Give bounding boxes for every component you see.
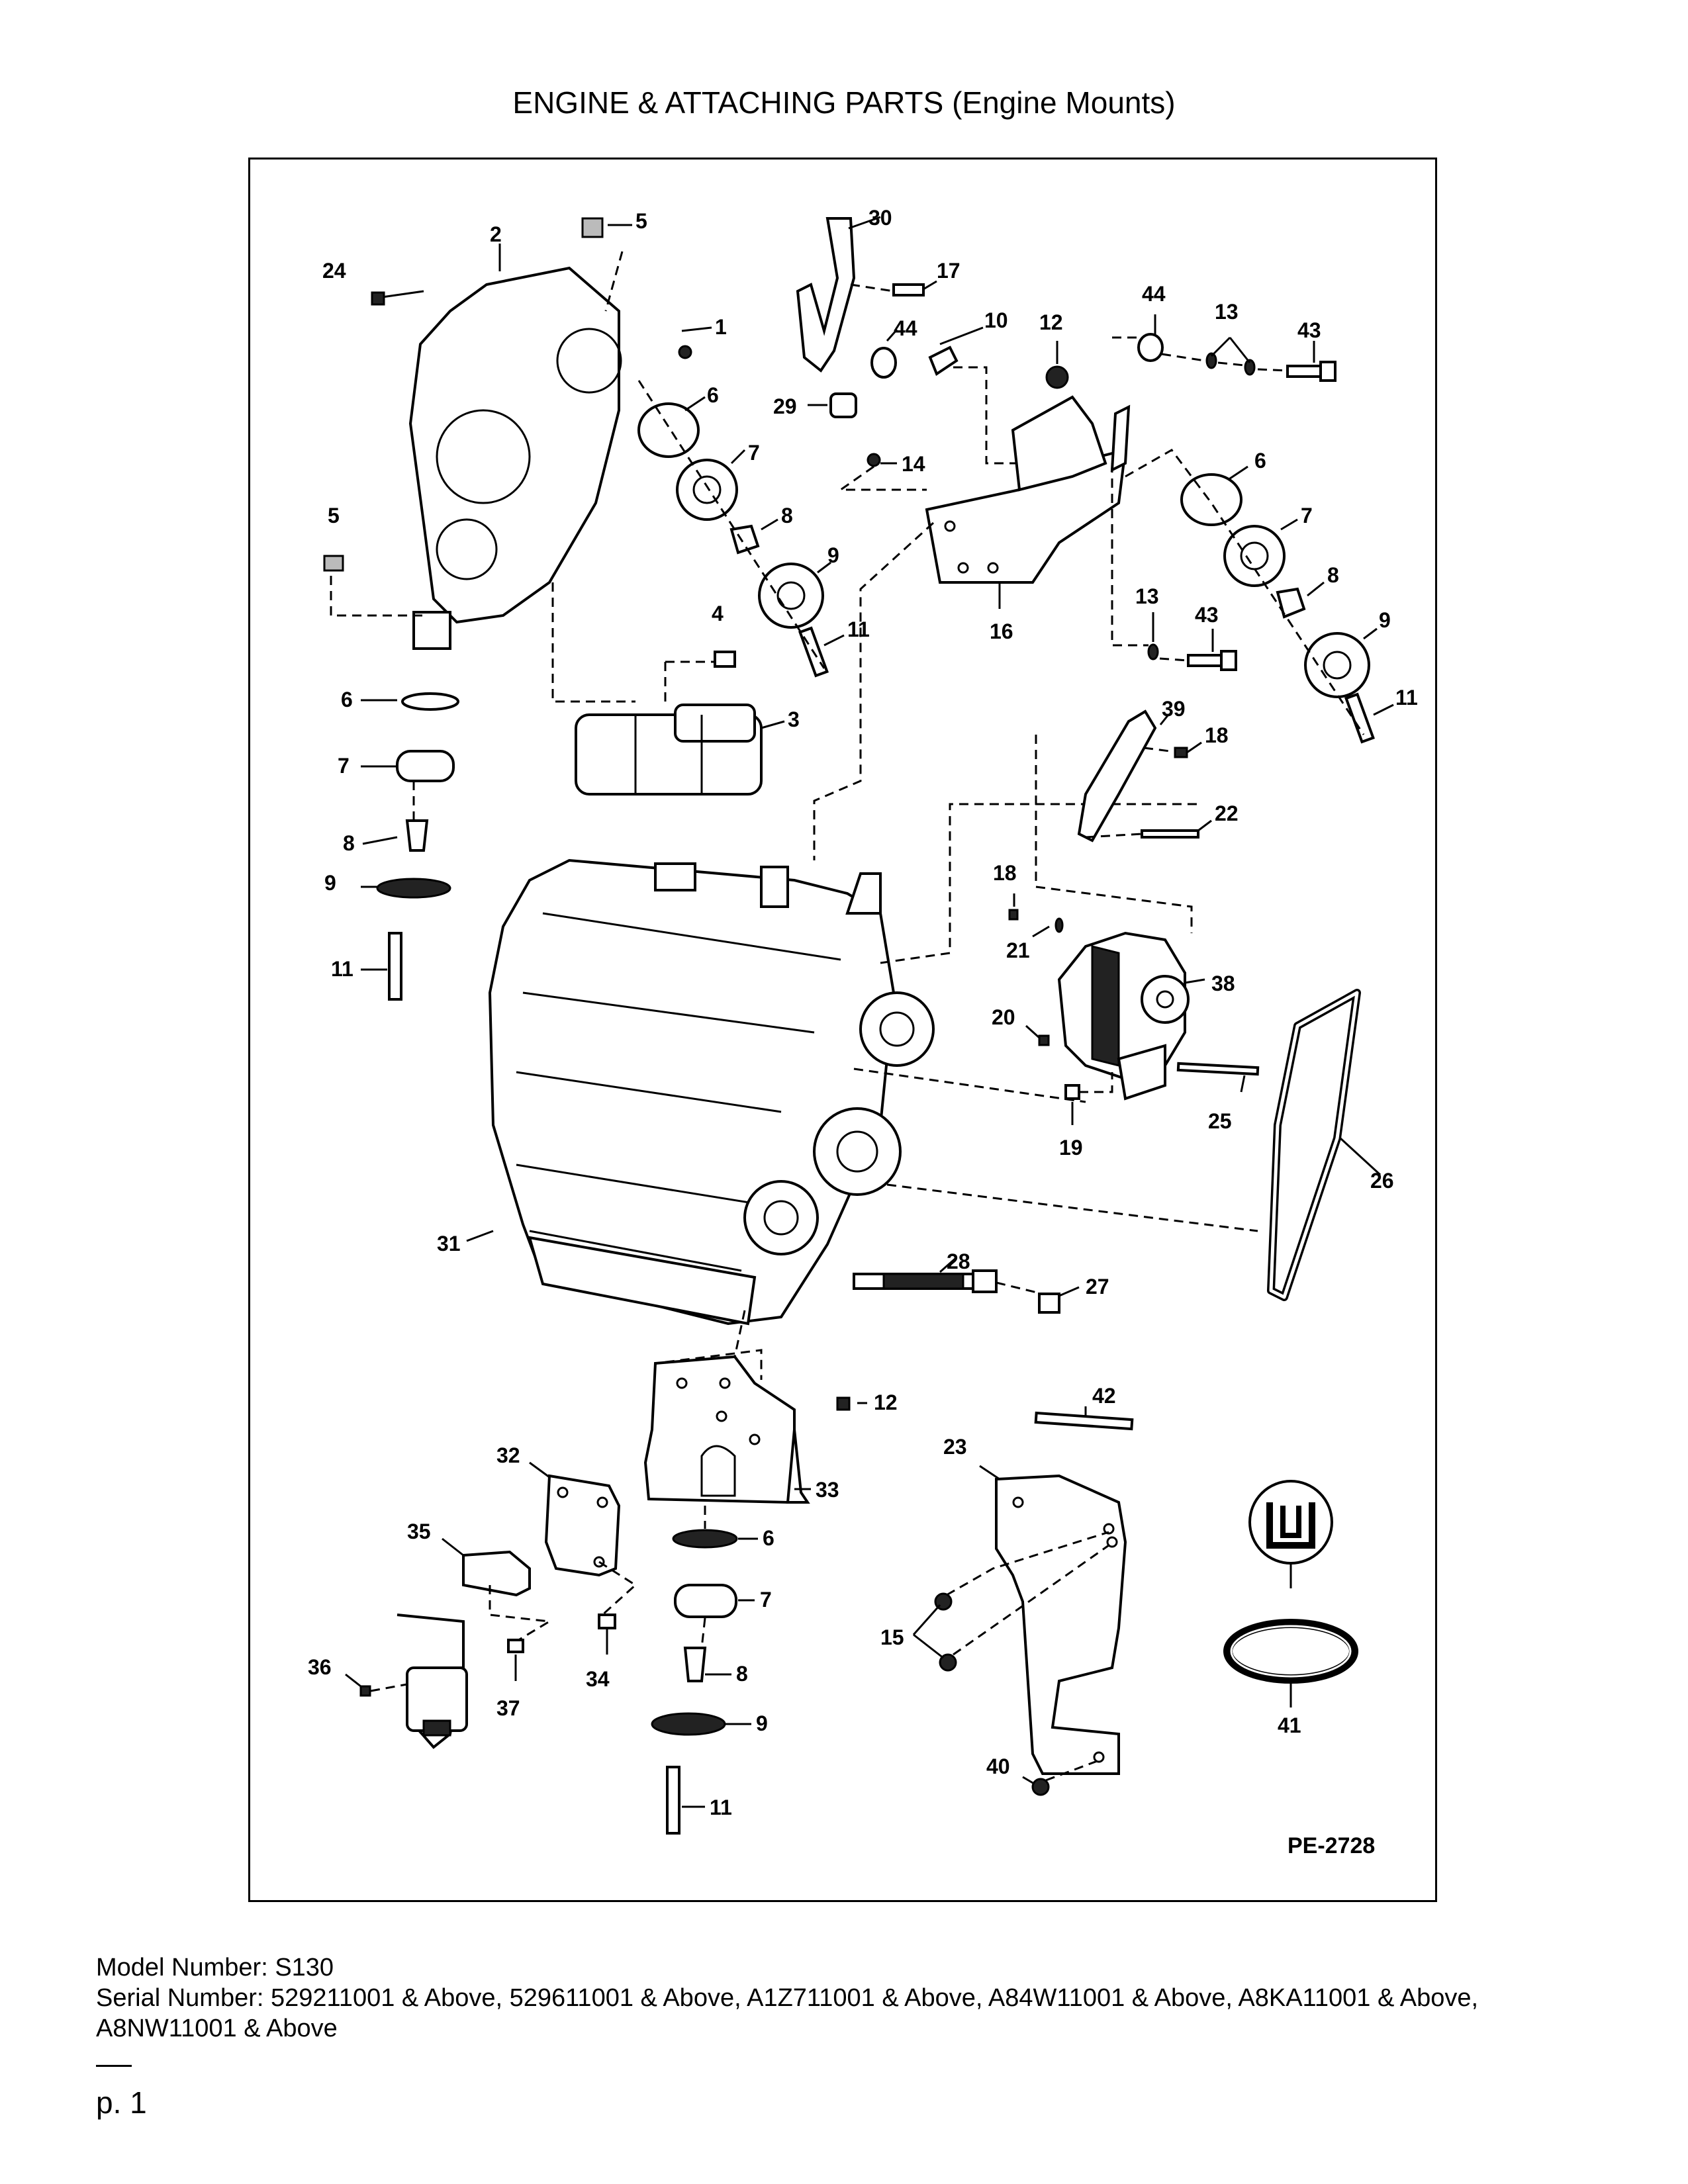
callout-1: 1 [715,315,727,339]
model-number: Model Number: S130 [96,1954,334,1981]
drawing-code: PE-2728 [1288,1833,1375,1858]
callout-22: 22 [1215,801,1239,825]
callout-9: 9 [756,1711,768,1735]
callout-25: 25 [1208,1109,1232,1133]
callout-42: 42 [1092,1384,1116,1408]
callout-35: 35 [407,1520,431,1543]
callout-43: 43 [1297,318,1321,342]
callout-36: 36 [308,1655,332,1679]
mount-bracket-part [925,395,1127,584]
callout-2: 2 [490,222,502,246]
callout-9: 9 [827,543,839,567]
callout-12: 12 [1039,310,1063,334]
callout-17: 17 [937,259,961,283]
callout-30: 30 [868,206,892,230]
callout-23: 23 [943,1435,967,1459]
callout-9: 9 [324,871,336,895]
lower-mount-bracket-part [643,1355,810,1504]
callout-9: 9 [1379,608,1391,632]
callout-39: 39 [1162,697,1186,721]
gear-case-part [408,266,622,650]
callout-8: 8 [343,831,355,855]
callout-6: 6 [341,688,353,711]
edge-trim-part [1223,1480,1358,1707]
callout-21: 21 [1006,938,1030,962]
callout-31: 31 [437,1232,461,1255]
callout-32: 32 [496,1443,520,1467]
callout-41: 41 [1278,1713,1301,1737]
callout-6: 6 [707,383,719,407]
callout-8: 8 [736,1662,748,1686]
callout-33: 33 [816,1478,839,1502]
page-title: ENGINE & ATTACHING PARTS (Engine Mounts) [512,85,1176,120]
serial-number: Serial Number: 529211001 & Above, 529611… [96,1984,1479,2042]
callout-16: 16 [990,619,1013,643]
callout-27: 27 [1086,1275,1109,1298]
callout-7: 7 [760,1588,772,1612]
callout-14: 14 [902,452,925,476]
page-divider [96,2065,132,2067]
callout-29: 29 [773,394,797,418]
callout-10: 10 [984,308,1008,332]
guard-plate-part [995,1474,1127,1775]
callout-44: 44 [894,316,917,340]
callout-20: 20 [992,1005,1015,1029]
belt-part [1267,989,1361,1301]
alternator-part [1057,931,1190,1101]
callout-6: 6 [763,1526,774,1550]
callout-7: 7 [748,441,760,465]
page-number: p. 1 [96,2085,147,2120]
callout-24: 24 [322,259,346,283]
callout-11: 11 [847,617,870,641]
starter-part [575,704,763,796]
engine-block-part [488,858,935,1326]
callout-43: 43 [1195,603,1219,627]
callout-44: 44 [1142,282,1166,306]
callout-18: 18 [993,861,1017,885]
callout-37: 37 [496,1696,520,1720]
callout-4: 4 [712,602,724,625]
callout-13: 13 [1135,584,1159,608]
callout-5: 5 [328,504,340,527]
diagram-frame [248,158,1437,1902]
callout-18: 18 [1205,723,1229,747]
callout-28: 28 [947,1250,970,1273]
callout-8: 8 [1327,563,1339,587]
callout-5: 5 [635,209,647,233]
callout-13: 13 [1215,300,1239,324]
callout-11: 11 [1395,686,1418,709]
callout-19: 19 [1059,1136,1083,1160]
callout-12: 12 [874,1390,898,1414]
callout-3: 3 [788,707,800,731]
filter-head-part [397,1614,468,1749]
callout-7: 7 [338,754,350,778]
callout-7: 7 [1301,504,1313,527]
callout-40: 40 [986,1754,1010,1778]
callout-11: 11 [710,1796,732,1819]
callout-11: 11 [331,957,353,981]
callout-15: 15 [880,1625,904,1649]
callout-38: 38 [1211,972,1235,995]
callout-26: 26 [1370,1169,1394,1193]
callout-34: 34 [586,1667,610,1691]
callout-6: 6 [1254,449,1266,473]
through-bolt-part [853,1269,998,1293]
callout-8: 8 [781,504,793,527]
